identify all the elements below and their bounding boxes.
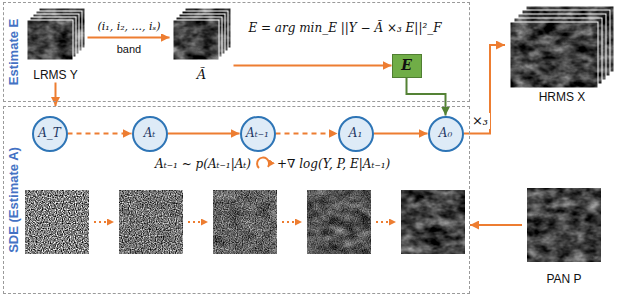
noise-layer <box>119 190 183 254</box>
image-stack: Ã <box>170 5 234 83</box>
scene-image <box>213 190 277 254</box>
noise-layer <box>307 190 371 254</box>
formula: +∇ log(Y, P, E|Aₜ₋₁) <box>277 157 390 171</box>
dotted-arrow <box>94 221 114 223</box>
scene-image <box>25 190 89 254</box>
node-label: LRMS Y <box>33 68 77 82</box>
connector <box>407 78 446 116</box>
node-label: Aₜ <box>144 126 156 140</box>
state-circle: A_T <box>32 116 68 152</box>
pan-photo <box>527 188 601 262</box>
matrix-box: E <box>392 54 422 78</box>
node-label: Aₜ₋₁ <box>246 126 269 140</box>
formula: Aₜ₋₁ ~ p(Aₜ₋₁|Aₜ) <box>155 157 251 171</box>
lrms-image-stack <box>27 8 85 60</box>
dotted-arrow <box>188 221 208 223</box>
pan-image <box>527 188 601 262</box>
image-stack: HRMS X <box>505 4 619 104</box>
image-stack: PAN P <box>522 184 606 286</box>
connector <box>234 65 392 67</box>
sde-region: SDE (Estimate A) A_T Aₜ Aₜ₋₁ A₁ A₀ <box>3 106 470 294</box>
diffusion-sequence <box>25 190 465 254</box>
state-circle: A₀ <box>428 116 464 152</box>
estimate-region: Estimate E LRMS Y Ã E <box>3 2 470 102</box>
node-label: Ã <box>197 67 206 83</box>
band-image <box>510 22 598 88</box>
band-outline <box>27 20 73 60</box>
node-label: PAN P <box>546 272 581 286</box>
loop-arrow <box>257 158 269 168</box>
connector <box>276 133 338 135</box>
band-image <box>173 20 219 60</box>
scene-image <box>307 190 371 254</box>
connector <box>470 224 522 226</box>
equation: E = arg min_E ||Y − Ã ×₃ E||²_F <box>248 21 441 35</box>
edge-label: ×₃ <box>470 113 490 129</box>
noise-layer <box>213 190 277 254</box>
node-label: A₀ <box>439 126 452 140</box>
region-heading: Estimate E <box>6 19 21 85</box>
state-circle: A₁ <box>338 116 374 152</box>
selected-band-stack <box>173 8 231 60</box>
connector <box>55 83 57 107</box>
node-label: HRMS X <box>539 90 586 104</box>
annotation: band <box>117 43 141 56</box>
scene-image <box>401 190 465 254</box>
scene-image <box>119 190 183 254</box>
connector <box>88 37 170 39</box>
image-stack: LRMS Y <box>24 5 88 83</box>
state-circle: Aₜ <box>132 116 168 152</box>
connector <box>464 45 506 134</box>
node-label: E <box>401 57 412 74</box>
noise-layer <box>25 190 89 254</box>
connector <box>374 133 428 135</box>
band-outline <box>510 22 598 88</box>
dotted-arrow <box>376 221 396 223</box>
connector <box>168 133 240 135</box>
connector <box>68 133 132 135</box>
edge-label: (i₁, i₂, ..., iₛ) <box>95 20 162 33</box>
dotted-arrow <box>282 221 302 223</box>
band-image <box>27 20 73 60</box>
band-outline <box>173 20 219 60</box>
node-label: A₁ <box>349 126 362 140</box>
state-circle: Aₜ₋₁ <box>240 116 276 152</box>
region-heading: SDE (Estimate A) <box>6 147 21 253</box>
node-label: A_T <box>38 126 61 140</box>
hrms-image-stack <box>510 6 614 88</box>
